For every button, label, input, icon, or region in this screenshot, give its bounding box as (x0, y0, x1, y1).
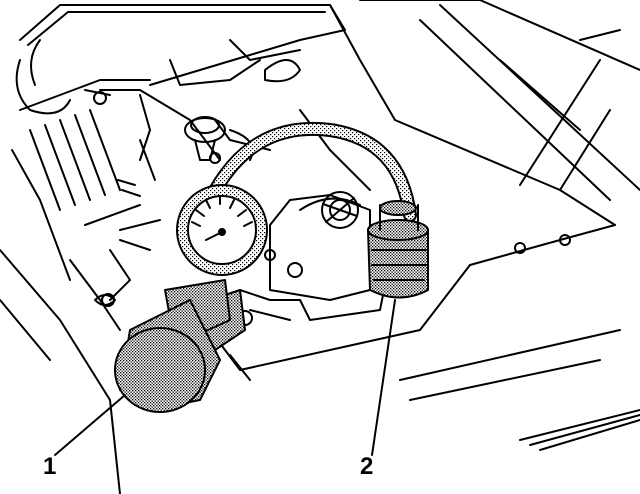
callout-label-2: 2 (360, 453, 374, 480)
cowl-panel (99, 39, 640, 451)
tester-hose (203, 121, 417, 222)
brackets (84, 89, 156, 307)
cap-adapter (367, 200, 429, 299)
hood-outline (19, 0, 640, 266)
callout-label-1: 1 (43, 453, 57, 480)
pump-handle (114, 279, 246, 413)
radiator-grille (0, 39, 161, 494)
leader-lines (54, 299, 396, 456)
pressure-gauge (176, 184, 268, 276)
